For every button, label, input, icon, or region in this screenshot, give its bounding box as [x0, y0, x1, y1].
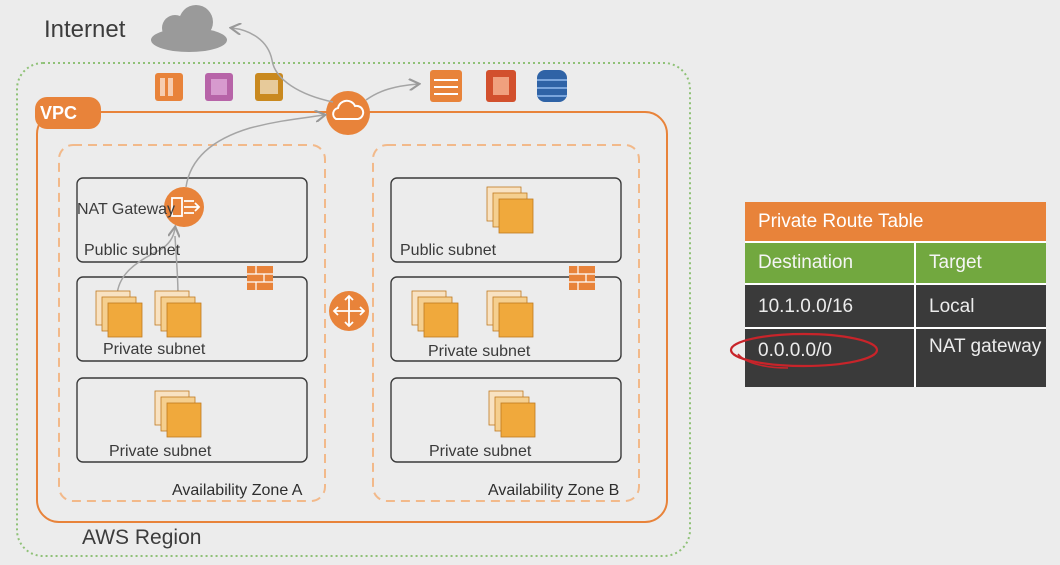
route-table-header: Destination Target [745, 243, 1046, 283]
service-icon-left-1 [155, 73, 183, 101]
internet-gateway-icon [326, 91, 370, 135]
service-icon-right-3 [537, 70, 567, 102]
instance-stack-icon [488, 390, 536, 438]
arrow-private-to-nat-1 [116, 228, 175, 297]
service-icon-left-3 [255, 73, 283, 101]
private-subnet-label-b1: Private subnet [428, 343, 531, 360]
instance-stack-icon [154, 390, 202, 438]
instance-stack-icon [411, 290, 459, 338]
instance-stack-icon [486, 290, 534, 338]
public-subnet-label-a: Public subnet [84, 242, 181, 259]
target-header: Target [916, 243, 1046, 283]
nat-gateway-icon [164, 187, 204, 227]
highlight-circle [729, 332, 879, 369]
internet-cloud-icon [151, 5, 227, 52]
vpc-label: VPC [40, 103, 78, 123]
availability-zone-a-label: Availability Zone A [172, 482, 303, 499]
private-subnet-box-a1 [76, 276, 308, 362]
aws-region-label: AWS Region [82, 526, 202, 549]
instance-stack-icon [154, 290, 202, 338]
private-subnet-label-a1: Private subnet [103, 341, 206, 358]
instance-stack-icon [95, 290, 143, 338]
private-subnet-box-a2 [76, 377, 308, 463]
instance-stack-icon [486, 186, 534, 234]
private-subnet-box-b1 [390, 276, 622, 362]
public-subnet-box-a [76, 177, 308, 263]
public-subnet-box-b [390, 177, 622, 263]
internet-label: Internet [44, 16, 126, 43]
availability-zone-b [372, 144, 640, 502]
route-destination: 0.0.0.0/0 [745, 327, 916, 387]
private-route-table: Private Route Table Destination Target 1… [745, 202, 1046, 387]
network-acl-icon-b [569, 266, 595, 290]
private-subnet-box-b2 [390, 377, 622, 463]
destination-header: Destination [745, 243, 916, 283]
arrow-igw-to-services [365, 84, 418, 101]
route-destination: 10.1.0.0/16 [745, 283, 916, 327]
aws-region-border [16, 62, 691, 557]
arrow-igw-to-internet [232, 28, 334, 103]
nat-gateway-label: NAT Gateway [76, 201, 176, 218]
route-table-title: Private Route Table [745, 202, 1046, 243]
private-subnet-label-b2: Private subnet [429, 443, 532, 460]
availability-zone-a [58, 144, 326, 502]
table-row: 10.1.0.0/16 Local [745, 283, 1046, 327]
router-icon [329, 291, 369, 331]
route-target: Local [916, 283, 1046, 327]
service-icon-right-2 [486, 70, 516, 102]
private-subnet-label-a2: Private subnet [109, 443, 212, 460]
network-acl-icon-a [247, 266, 273, 290]
vpc-tag [35, 97, 101, 129]
public-subnet-label-b: Public subnet [400, 242, 497, 259]
arrow-nat-to-igw [185, 115, 324, 188]
route-target: NAT gateway [916, 327, 1046, 387]
table-row: 0.0.0.0/0 NAT gateway [745, 327, 1046, 387]
service-icon-right-1 [430, 70, 462, 102]
service-icon-left-2 [205, 73, 233, 101]
availability-zone-b-label: Availability Zone B [488, 482, 620, 499]
